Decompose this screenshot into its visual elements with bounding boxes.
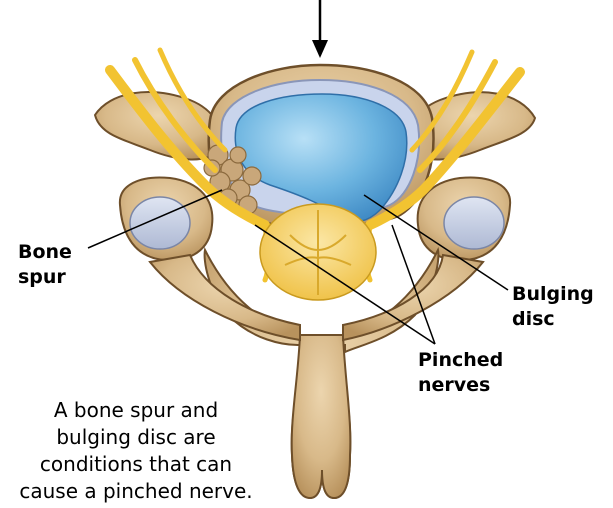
bulging-disc-label-line2: disc [512, 307, 594, 332]
caption-line3: conditions that can [0, 451, 272, 478]
arrow-head [312, 40, 328, 58]
pinched-nerves-label-line1: Pinched [418, 348, 503, 373]
bulging-disc-label: Bulging disc [512, 282, 594, 332]
bone-spur-label: Bone spur [18, 240, 72, 290]
bone-spur-label-line2: spur [18, 265, 72, 290]
pinched-nerves-label-line2: nerves [418, 373, 503, 398]
caption-line2: bulging disc are [0, 424, 272, 451]
bulging-disc-label-line1: Bulging [512, 282, 594, 307]
caption-line4: cause a pinched nerve. [0, 478, 272, 505]
spinous-process [292, 335, 351, 498]
caption-line1: A bone spur and [0, 397, 272, 424]
spinal-cord [260, 204, 376, 300]
right-facet-joint [444, 197, 504, 249]
bone-spur-label-line1: Bone [18, 240, 72, 265]
pinched-nerves-label: Pinched nerves [418, 348, 503, 398]
left-facet-joint [130, 197, 190, 249]
caption: A bone spur and bulging disc are conditi… [0, 397, 272, 505]
pressure-arrow [312, 0, 328, 58]
